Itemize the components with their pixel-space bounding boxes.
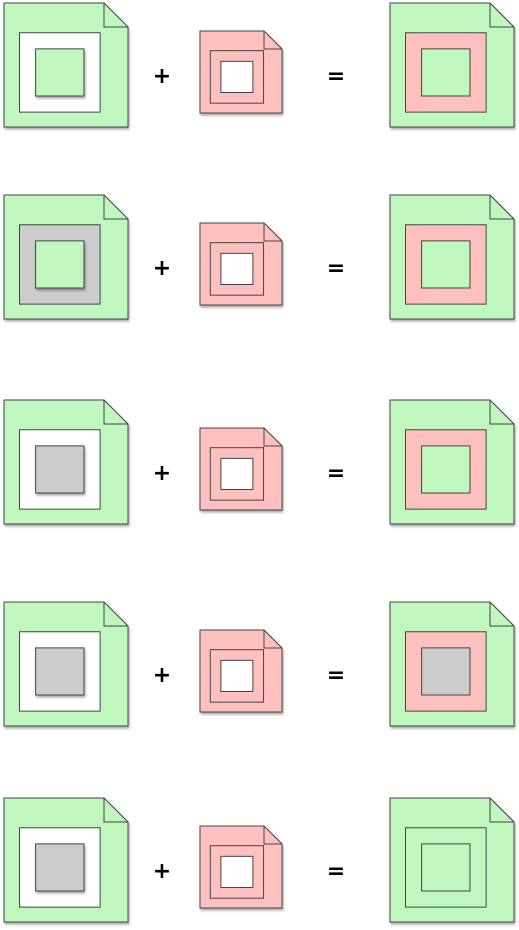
equals-sign: = bbox=[327, 256, 345, 281]
result-document bbox=[389, 797, 515, 923]
left-document-content bbox=[35, 445, 85, 494]
result-document-fold bbox=[489, 3, 514, 28]
left-document-content bbox=[35, 647, 85, 696]
left-document bbox=[3, 2, 129, 128]
patch-document-fold bbox=[263, 428, 282, 447]
left-document-fold bbox=[103, 3, 128, 28]
plus-sign: + bbox=[153, 663, 171, 688]
left-document-fold bbox=[103, 602, 128, 627]
merge-row: += bbox=[3, 601, 515, 727]
left-document bbox=[3, 399, 129, 525]
result-document-content bbox=[421, 445, 471, 494]
merge-row: += bbox=[3, 194, 515, 320]
left-document-content bbox=[35, 48, 85, 97]
left-document bbox=[3, 194, 129, 320]
patch-document-content bbox=[220, 659, 254, 693]
left-document-content bbox=[35, 240, 85, 289]
result-document-content bbox=[421, 647, 471, 696]
patch-document-fold bbox=[263, 223, 282, 242]
result-document bbox=[389, 601, 515, 727]
left-document-fold bbox=[103, 195, 128, 220]
plus-sign: + bbox=[153, 256, 171, 281]
patch-document bbox=[199, 222, 283, 306]
patch-document bbox=[199, 629, 283, 713]
patch-document-fold bbox=[263, 826, 282, 845]
patch-document bbox=[199, 427, 283, 511]
equals-sign: = bbox=[327, 461, 345, 486]
result-document-fold bbox=[489, 602, 514, 627]
left-document-content bbox=[35, 843, 85, 892]
result-document-fold bbox=[489, 400, 514, 425]
result-document-fold bbox=[489, 195, 514, 220]
patch-document-content bbox=[220, 855, 254, 889]
merge-row: += bbox=[3, 2, 515, 128]
plus-sign: + bbox=[153, 461, 171, 486]
left-document bbox=[3, 797, 129, 923]
result-document bbox=[389, 2, 515, 128]
patch-document bbox=[199, 30, 283, 114]
left-document bbox=[3, 601, 129, 727]
patch-document-content bbox=[220, 252, 254, 285]
patch-document-fold bbox=[263, 630, 282, 649]
left-document-fold bbox=[103, 400, 128, 425]
merge-row: += bbox=[3, 399, 515, 525]
patch-document-fold bbox=[263, 31, 282, 50]
equals-sign: = bbox=[327, 663, 345, 688]
plus-sign: + bbox=[153, 859, 171, 884]
left-document-fold bbox=[103, 798, 128, 823]
result-document-fold bbox=[489, 798, 514, 823]
patch-document-content bbox=[220, 60, 254, 93]
result-document-content bbox=[421, 48, 471, 97]
patch-document-content bbox=[220, 457, 254, 490]
equals-sign: = bbox=[327, 859, 345, 884]
result-document bbox=[389, 194, 515, 320]
result-document-content bbox=[421, 240, 471, 289]
result-document bbox=[389, 399, 515, 525]
result-document-content bbox=[421, 843, 471, 892]
merge-row: += bbox=[3, 797, 515, 923]
rows-layer: +=+=+=+=+= bbox=[3, 2, 515, 923]
equals-sign: = bbox=[327, 64, 345, 89]
plus-sign: + bbox=[153, 64, 171, 89]
patch-document bbox=[199, 825, 283, 909]
